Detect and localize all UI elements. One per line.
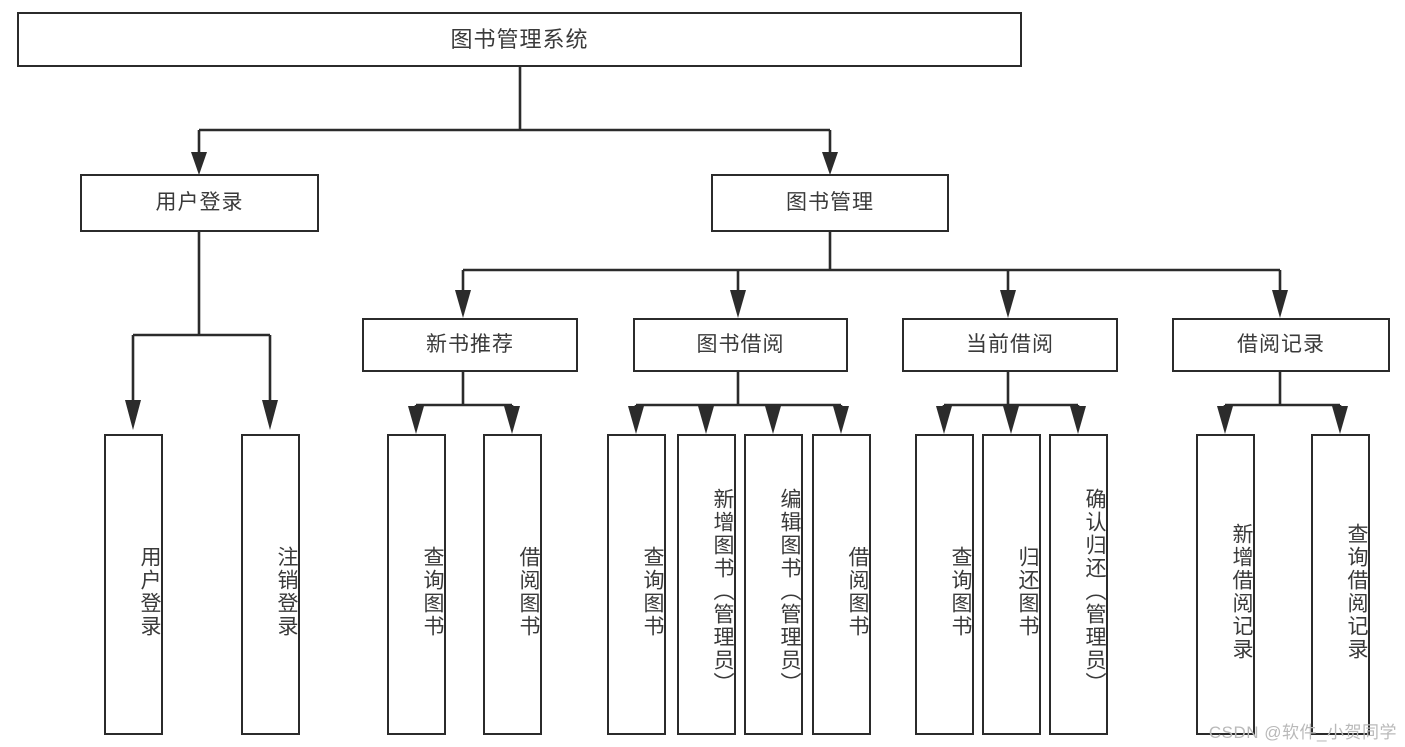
arrowhead-leaf-user-login	[125, 400, 141, 430]
node-book-borrow[interactable]: 图书借阅	[633, 318, 848, 372]
arrowhead-borrow-record	[1272, 290, 1288, 318]
leaf-borrow-book[interactable]: 借阅图书	[812, 434, 871, 735]
arrowhead-current-borrow	[1000, 290, 1016, 318]
leaf-add-book-admin[interactable]: 新增图书（管理员）	[677, 434, 736, 735]
arrowhead-leaf-logout	[262, 400, 278, 430]
leaf-user-login[interactable]: 用户登录	[104, 434, 163, 735]
leaf-query-book-recommend[interactable]: 查询图书	[387, 434, 446, 735]
arrowhead-br-leaf-2	[1332, 406, 1348, 434]
arrowhead-user-login	[191, 152, 207, 175]
node-user-login[interactable]: 用户登录	[80, 174, 319, 232]
arrowhead-nb-leaf-1	[408, 406, 424, 434]
arrowhead-bb-leaf-3	[765, 406, 781, 434]
leaf-edit-book-admin[interactable]: 编辑图书（管理员）	[744, 434, 803, 735]
leaf-query-borrow-record[interactable]: 查询借阅记录	[1311, 434, 1370, 735]
node-borrow-record[interactable]: 借阅记录	[1172, 318, 1390, 372]
arrowhead-book-manage	[822, 152, 838, 175]
node-current-borrow[interactable]: 当前借阅	[902, 318, 1118, 372]
leaf-confirm-return-admin[interactable]: 确认归还（管理员）	[1049, 434, 1108, 735]
arrowhead-bb-leaf-4	[833, 406, 849, 434]
node-book-management[interactable]: 图书管理	[711, 174, 949, 232]
arrowhead-bb-leaf-1	[628, 406, 644, 434]
leaf-return-book[interactable]: 归还图书	[982, 434, 1041, 735]
leaf-borrow-book-recommend[interactable]: 借阅图书	[483, 434, 542, 735]
arrowhead-cb-leaf-2	[1003, 406, 1019, 434]
arrowhead-nb-leaf-2	[504, 406, 520, 434]
leaf-query-book-current[interactable]: 查询图书	[915, 434, 974, 735]
node-root-book-management-system[interactable]: 图书管理系统	[17, 12, 1022, 67]
arrowhead-br-leaf-1	[1217, 406, 1233, 434]
node-new-book-recommend[interactable]: 新书推荐	[362, 318, 578, 372]
arrowhead-new-book	[455, 290, 471, 318]
arrowhead-cb-leaf-3	[1070, 406, 1086, 434]
arrowhead-book-borrow	[730, 290, 746, 318]
leaf-query-book-borrow[interactable]: 查询图书	[607, 434, 666, 735]
arrowhead-cb-leaf-1	[936, 406, 952, 434]
leaf-logout[interactable]: 注销登录	[241, 434, 300, 735]
arrowhead-bb-leaf-2	[698, 406, 714, 434]
leaf-add-borrow-record[interactable]: 新增借阅记录	[1196, 434, 1255, 735]
